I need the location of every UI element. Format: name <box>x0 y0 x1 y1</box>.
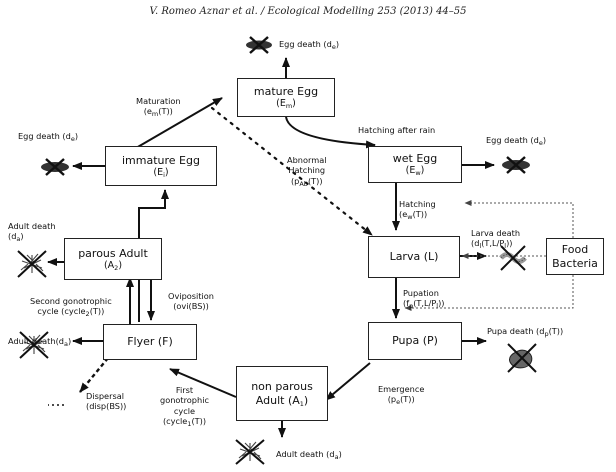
oviposition-label: Oviposition (ovi(BS)) <box>168 291 214 312</box>
arrow-abnormal-hatching <box>210 106 374 237</box>
box-symbol: (A2) <box>103 259 123 272</box>
adult-death-icon <box>235 439 265 465</box>
box-title: Flyer (F) <box>127 335 173 349</box>
box-title-line2: Adult (A1) <box>255 393 309 408</box>
food-feedback-pupation <box>404 275 574 311</box>
pupa-death-icon <box>507 343 537 373</box>
abnormal-hatching-label: Abnormal Hatching (pAb(T)) <box>287 155 327 188</box>
egg-death-label-mature: Egg death (de) <box>279 39 340 51</box>
pupa-box: Pupa (P) <box>368 322 462 360</box>
pupa-death-label: Pupa death (dp(T)) <box>487 326 564 338</box>
hatching-label: Hatching (ew(T)) <box>399 199 436 222</box>
hatching-after-rain-label: Hatching after rain <box>358 125 436 135</box>
box-title: Pupa (P) <box>392 334 438 348</box>
adult-death-icon <box>17 250 47 278</box>
box-symbol: (Em) <box>276 98 296 111</box>
flyer-box: Flyer (F) <box>103 324 197 360</box>
box-title-line2: Bacteria <box>552 256 598 270</box>
arrow-hatching-after-rain <box>285 116 376 149</box>
box-symbol: (Ew) <box>405 165 425 178</box>
mature-egg-box: mature Egg (Em) <box>237 78 335 117</box>
larva-box: Larva (L) <box>368 236 460 278</box>
wet-egg-box: wet Egg (Ew) <box>368 146 462 183</box>
box-symbol: (Ei) <box>153 166 169 179</box>
second-gonotrophic-label: Second gonotrophic cycle (cycle2(T)) <box>30 296 112 319</box>
first-gonotrophic-label: First gonotrophic cycle (cycle1(T)) <box>160 385 209 428</box>
adult-death-label-parous: Adult death (da) <box>8 221 56 244</box>
adult-death-label-flyer: Adult death(da) <box>8 336 72 348</box>
arrow-first-gono <box>169 368 237 398</box>
larva-death-icon <box>499 245 527 271</box>
immature-egg-box: immature Egg (Ei) <box>105 146 217 186</box>
maturation-label: Maturation (em(T)) <box>136 96 181 119</box>
larva-death-label: Larva death (dl(T,L/Pl)) <box>471 228 521 251</box>
arrow-maturation <box>135 97 223 149</box>
arrow-dispersal <box>79 357 109 393</box>
box-title: Larva (L) <box>389 250 439 264</box>
arrow-emergence <box>325 362 371 401</box>
box-title: mature Egg <box>253 85 319 99</box>
box-title-line1: non parous <box>251 380 313 394</box>
non-parous-adult-box: non parous Adult (A1) <box>236 366 328 421</box>
parous-adult-box: parous Adult (A2) <box>64 238 162 280</box>
egg-death-icon <box>502 156 530 174</box>
pupation-label: Pupation (fp(T,L/Pl)) <box>403 288 445 311</box>
egg-death-icon <box>246 36 272 54</box>
egg-death-icon <box>41 158 69 176</box>
adult-death-label-bottom: Adult death (da) <box>276 449 342 461</box>
box-title: wet Egg <box>392 152 438 166</box>
page-header: V. Romeo Aznar et al. / Ecological Model… <box>149 6 467 17</box>
food-bacteria-box: Food Bacteria <box>546 238 604 275</box>
box-title: parous Adult <box>78 246 148 260</box>
egg-death-label-immature: Egg death (de) <box>18 131 79 143</box>
emergence-label: Emergence (pe(T)) <box>378 384 425 407</box>
adult-death-icon <box>19 331 49 359</box>
dispersal-label: Dispersal (disp(BS)) <box>86 391 127 412</box>
egg-death-label-wet: Egg death (de) <box>486 135 547 147</box>
box-title-line1: Food <box>561 243 589 257</box>
box-title: immature Egg <box>122 153 200 167</box>
